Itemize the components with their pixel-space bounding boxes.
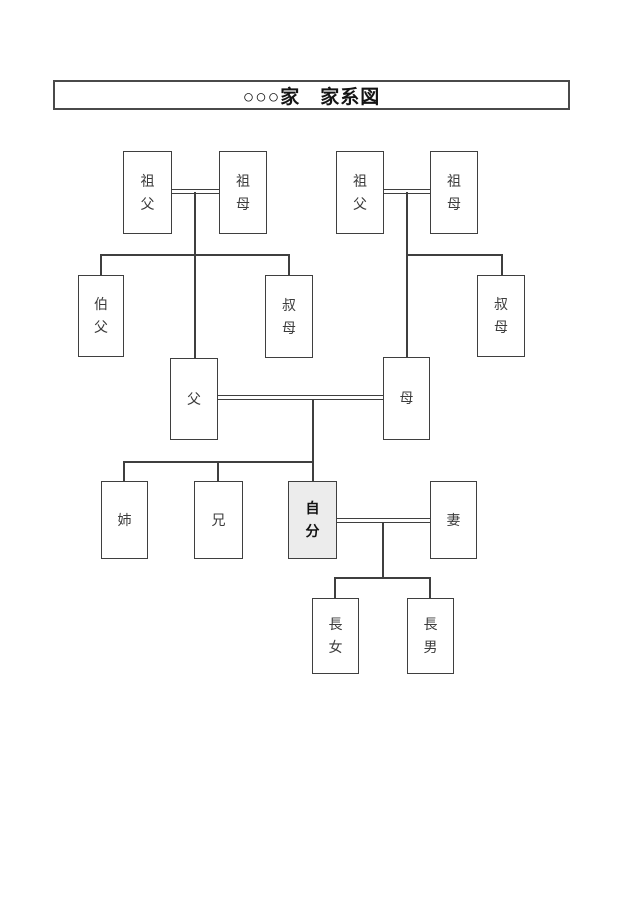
node-label: 長男	[423, 616, 438, 655]
node-label: 祖父	[140, 172, 155, 212]
node-elder-brother: 兄	[194, 481, 243, 559]
node-label: 祖母	[235, 172, 250, 212]
node-label: 祖父	[352, 172, 367, 212]
node-grandfather-maternal: 祖父	[336, 151, 384, 234]
node-grandmother-maternal: 祖母	[430, 151, 478, 234]
node-aunt-maternal: 叔母	[477, 275, 525, 357]
node-eldest-daughter: 長女	[312, 598, 359, 674]
children-bar	[334, 577, 431, 579]
sibling-bar-self-generation	[123, 461, 314, 463]
node-label: 祖母	[446, 172, 461, 212]
node-grandmother-paternal: 祖母	[219, 151, 267, 234]
page-title: ○○○家 家系図	[242, 86, 381, 108]
connector-maternal-marriage-to-mother	[406, 192, 408, 357]
connector-to-elder-sister	[123, 461, 125, 481]
connector-to-eldest-daughter	[334, 577, 336, 598]
connector-parents-marriage-to-self	[312, 399, 314, 481]
node-label: 妻	[446, 511, 461, 528]
node-label: 伯父	[93, 296, 108, 335]
node-label: 叔母	[281, 296, 296, 336]
node-label: 姉	[117, 511, 132, 528]
node-mother: 母	[383, 357, 430, 440]
connector-to-aunt-paternal	[288, 254, 290, 275]
connector-paternal-marriage-to-father	[194, 192, 196, 358]
node-self: 自分	[288, 481, 337, 559]
sibling-bar-maternal	[406, 254, 503, 256]
connector-to-elder-brother	[217, 461, 219, 481]
node-aunt-paternal: 叔母	[265, 275, 313, 358]
connector-to-eldest-son	[429, 577, 431, 598]
node-label: 長女	[328, 616, 343, 655]
node-uncle-paternal: 伯父	[78, 275, 124, 357]
title-box: ○○○家 家系図	[53, 80, 570, 110]
connector-to-aunt-maternal	[501, 254, 503, 275]
connector-self-marriage-to-children	[382, 522, 384, 578]
node-father: 父	[170, 358, 218, 440]
node-eldest-son: 長男	[407, 598, 454, 674]
node-label: 兄	[211, 511, 226, 528]
node-grandfather-paternal: 祖父	[123, 151, 172, 234]
connector-to-uncle-paternal	[100, 254, 102, 275]
sibling-bar-paternal	[100, 254, 290, 256]
node-label: 母	[399, 390, 414, 406]
node-label: 父	[186, 390, 201, 407]
node-wife: 妻	[430, 481, 477, 559]
node-label: 自分	[305, 500, 320, 539]
marriage-line-parents	[218, 395, 383, 400]
node-label: 叔母	[493, 296, 508, 335]
node-elder-sister: 姉	[101, 481, 148, 559]
